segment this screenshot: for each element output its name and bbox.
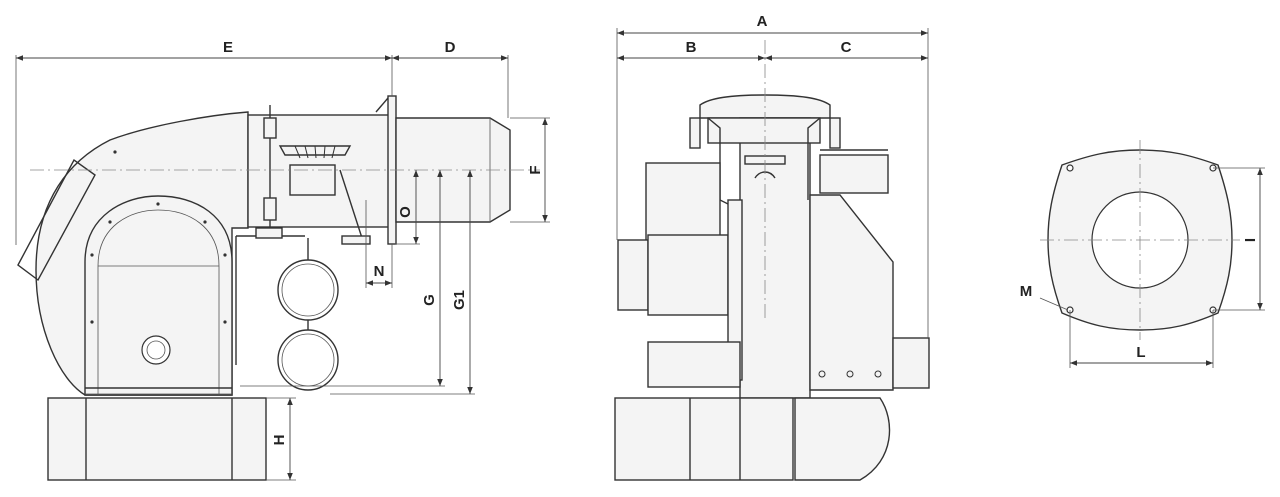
bottom-intake-box: [614, 397, 794, 481]
label-G: G: [421, 294, 438, 306]
gas-pipe-lower: [277, 329, 339, 391]
label-F: F: [527, 165, 544, 174]
air-intake-box: [47, 397, 267, 481]
motor-left: [617, 239, 649, 311]
inspection-port: [141, 335, 171, 365]
servomotor: [289, 164, 336, 196]
label-L: L: [1136, 344, 1145, 361]
label-I: I: [1242, 238, 1259, 242]
label-A: A: [757, 13, 768, 30]
label-D: D: [445, 39, 456, 56]
label-M: M: [1020, 283, 1033, 300]
label-N: N: [374, 263, 385, 280]
label-E: E: [223, 39, 233, 56]
label-B: B: [686, 39, 697, 56]
right-duct: [809, 194, 894, 391]
front-view: A B C: [614, 13, 930, 481]
label-G1: G1: [451, 290, 468, 310]
rivets: [90, 150, 227, 324]
motor-lower: [647, 341, 741, 388]
fan-arch: [84, 195, 233, 396]
label-O: O: [397, 206, 414, 218]
flange-view: I L M: [1020, 140, 1265, 368]
side-view: E D F O N G G1 H: [15, 39, 550, 481]
air-inlet-hood: [17, 158, 96, 282]
label-H: H: [271, 435, 288, 446]
elbow-duct: [794, 397, 891, 481]
label-C: C: [841, 39, 852, 56]
gas-pipe-upper: [277, 259, 339, 321]
